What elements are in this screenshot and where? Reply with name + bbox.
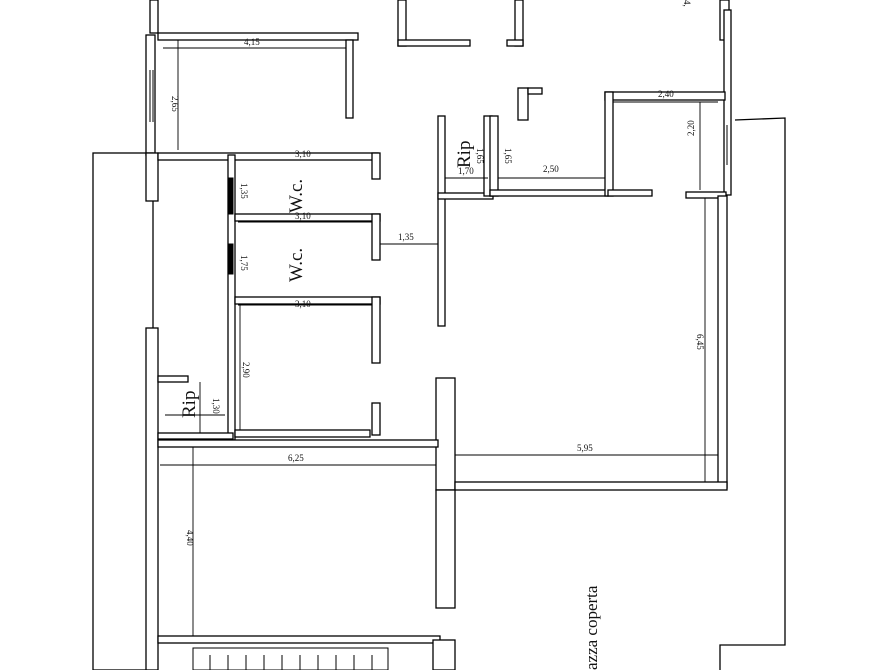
dim-label: 2,40 xyxy=(658,89,674,99)
wall xyxy=(157,375,189,383)
window xyxy=(228,243,234,275)
wall xyxy=(489,189,609,197)
dim-label: 5,95 xyxy=(577,443,593,453)
room-label-wc-upper: W.c. xyxy=(286,179,307,213)
wall xyxy=(517,87,529,121)
dim-label: 2,90 xyxy=(241,362,251,378)
wall xyxy=(397,39,471,47)
terrace-label: azza coperta xyxy=(582,585,601,670)
wall xyxy=(157,152,379,161)
wall xyxy=(432,639,456,670)
wall xyxy=(685,191,727,199)
wall xyxy=(435,377,456,491)
dim-label: 1,35 xyxy=(398,232,414,242)
dim-label: 1,65 xyxy=(503,148,513,164)
wall xyxy=(157,432,234,440)
wall xyxy=(371,402,381,436)
dim-label: 2,20 xyxy=(686,120,696,136)
window xyxy=(228,177,234,215)
wall xyxy=(234,429,371,438)
dim-label: 1,65 xyxy=(475,148,485,164)
dim-label: 1,35 xyxy=(239,183,249,199)
wall xyxy=(157,635,441,644)
staircase xyxy=(192,647,389,670)
dim-label: 4, xyxy=(682,0,692,7)
dim-label: 4,15 xyxy=(244,37,260,47)
wall xyxy=(371,296,381,364)
wall xyxy=(717,195,728,489)
wall xyxy=(149,0,159,34)
wall xyxy=(145,152,159,202)
wall xyxy=(506,39,524,47)
dim-label: 3,10 xyxy=(295,149,311,159)
dim-label: 1,70 xyxy=(458,166,474,176)
dim-label: 1,75 xyxy=(239,255,249,271)
wall xyxy=(527,87,543,95)
dim-label: 3,10 xyxy=(295,211,311,221)
wall xyxy=(157,439,439,448)
wall xyxy=(371,152,381,180)
wall xyxy=(157,32,359,41)
stair-block xyxy=(192,647,389,670)
wall xyxy=(145,327,159,670)
room-label-rip-left: Rip xyxy=(179,391,200,418)
wall xyxy=(723,9,732,196)
wall xyxy=(437,115,446,327)
windows xyxy=(145,20,728,580)
wall xyxy=(489,115,499,197)
room-labels: W.c. W.c. Rip Rip azza coperta xyxy=(179,141,601,670)
dim-label: 6,25 xyxy=(288,453,304,463)
wall xyxy=(719,117,786,670)
dim-label: 3,10 xyxy=(295,299,311,309)
wall xyxy=(345,39,354,119)
dim-label: 4,40 xyxy=(185,530,195,546)
room-label-rip-top: Rip xyxy=(454,141,475,168)
walls xyxy=(92,0,786,670)
room-label-wc-lower: W.c. xyxy=(286,248,307,282)
wall xyxy=(604,91,614,197)
dim-label: 2,50 xyxy=(543,164,559,174)
wall xyxy=(454,481,728,491)
dimension-lines xyxy=(160,40,718,636)
dim-label: 1,30 xyxy=(211,398,221,414)
wall xyxy=(514,0,524,47)
wall xyxy=(397,0,407,47)
wall xyxy=(435,489,456,609)
wall xyxy=(371,213,381,261)
dim-label: 2,65 xyxy=(170,96,180,112)
wall xyxy=(607,189,653,197)
dimension-labels: 4,15 2,65 3,10 1,35 3,10 1,75 3,10 2,90 … xyxy=(170,0,705,546)
wall xyxy=(92,152,154,670)
dim-label: 6,45 xyxy=(695,334,705,350)
